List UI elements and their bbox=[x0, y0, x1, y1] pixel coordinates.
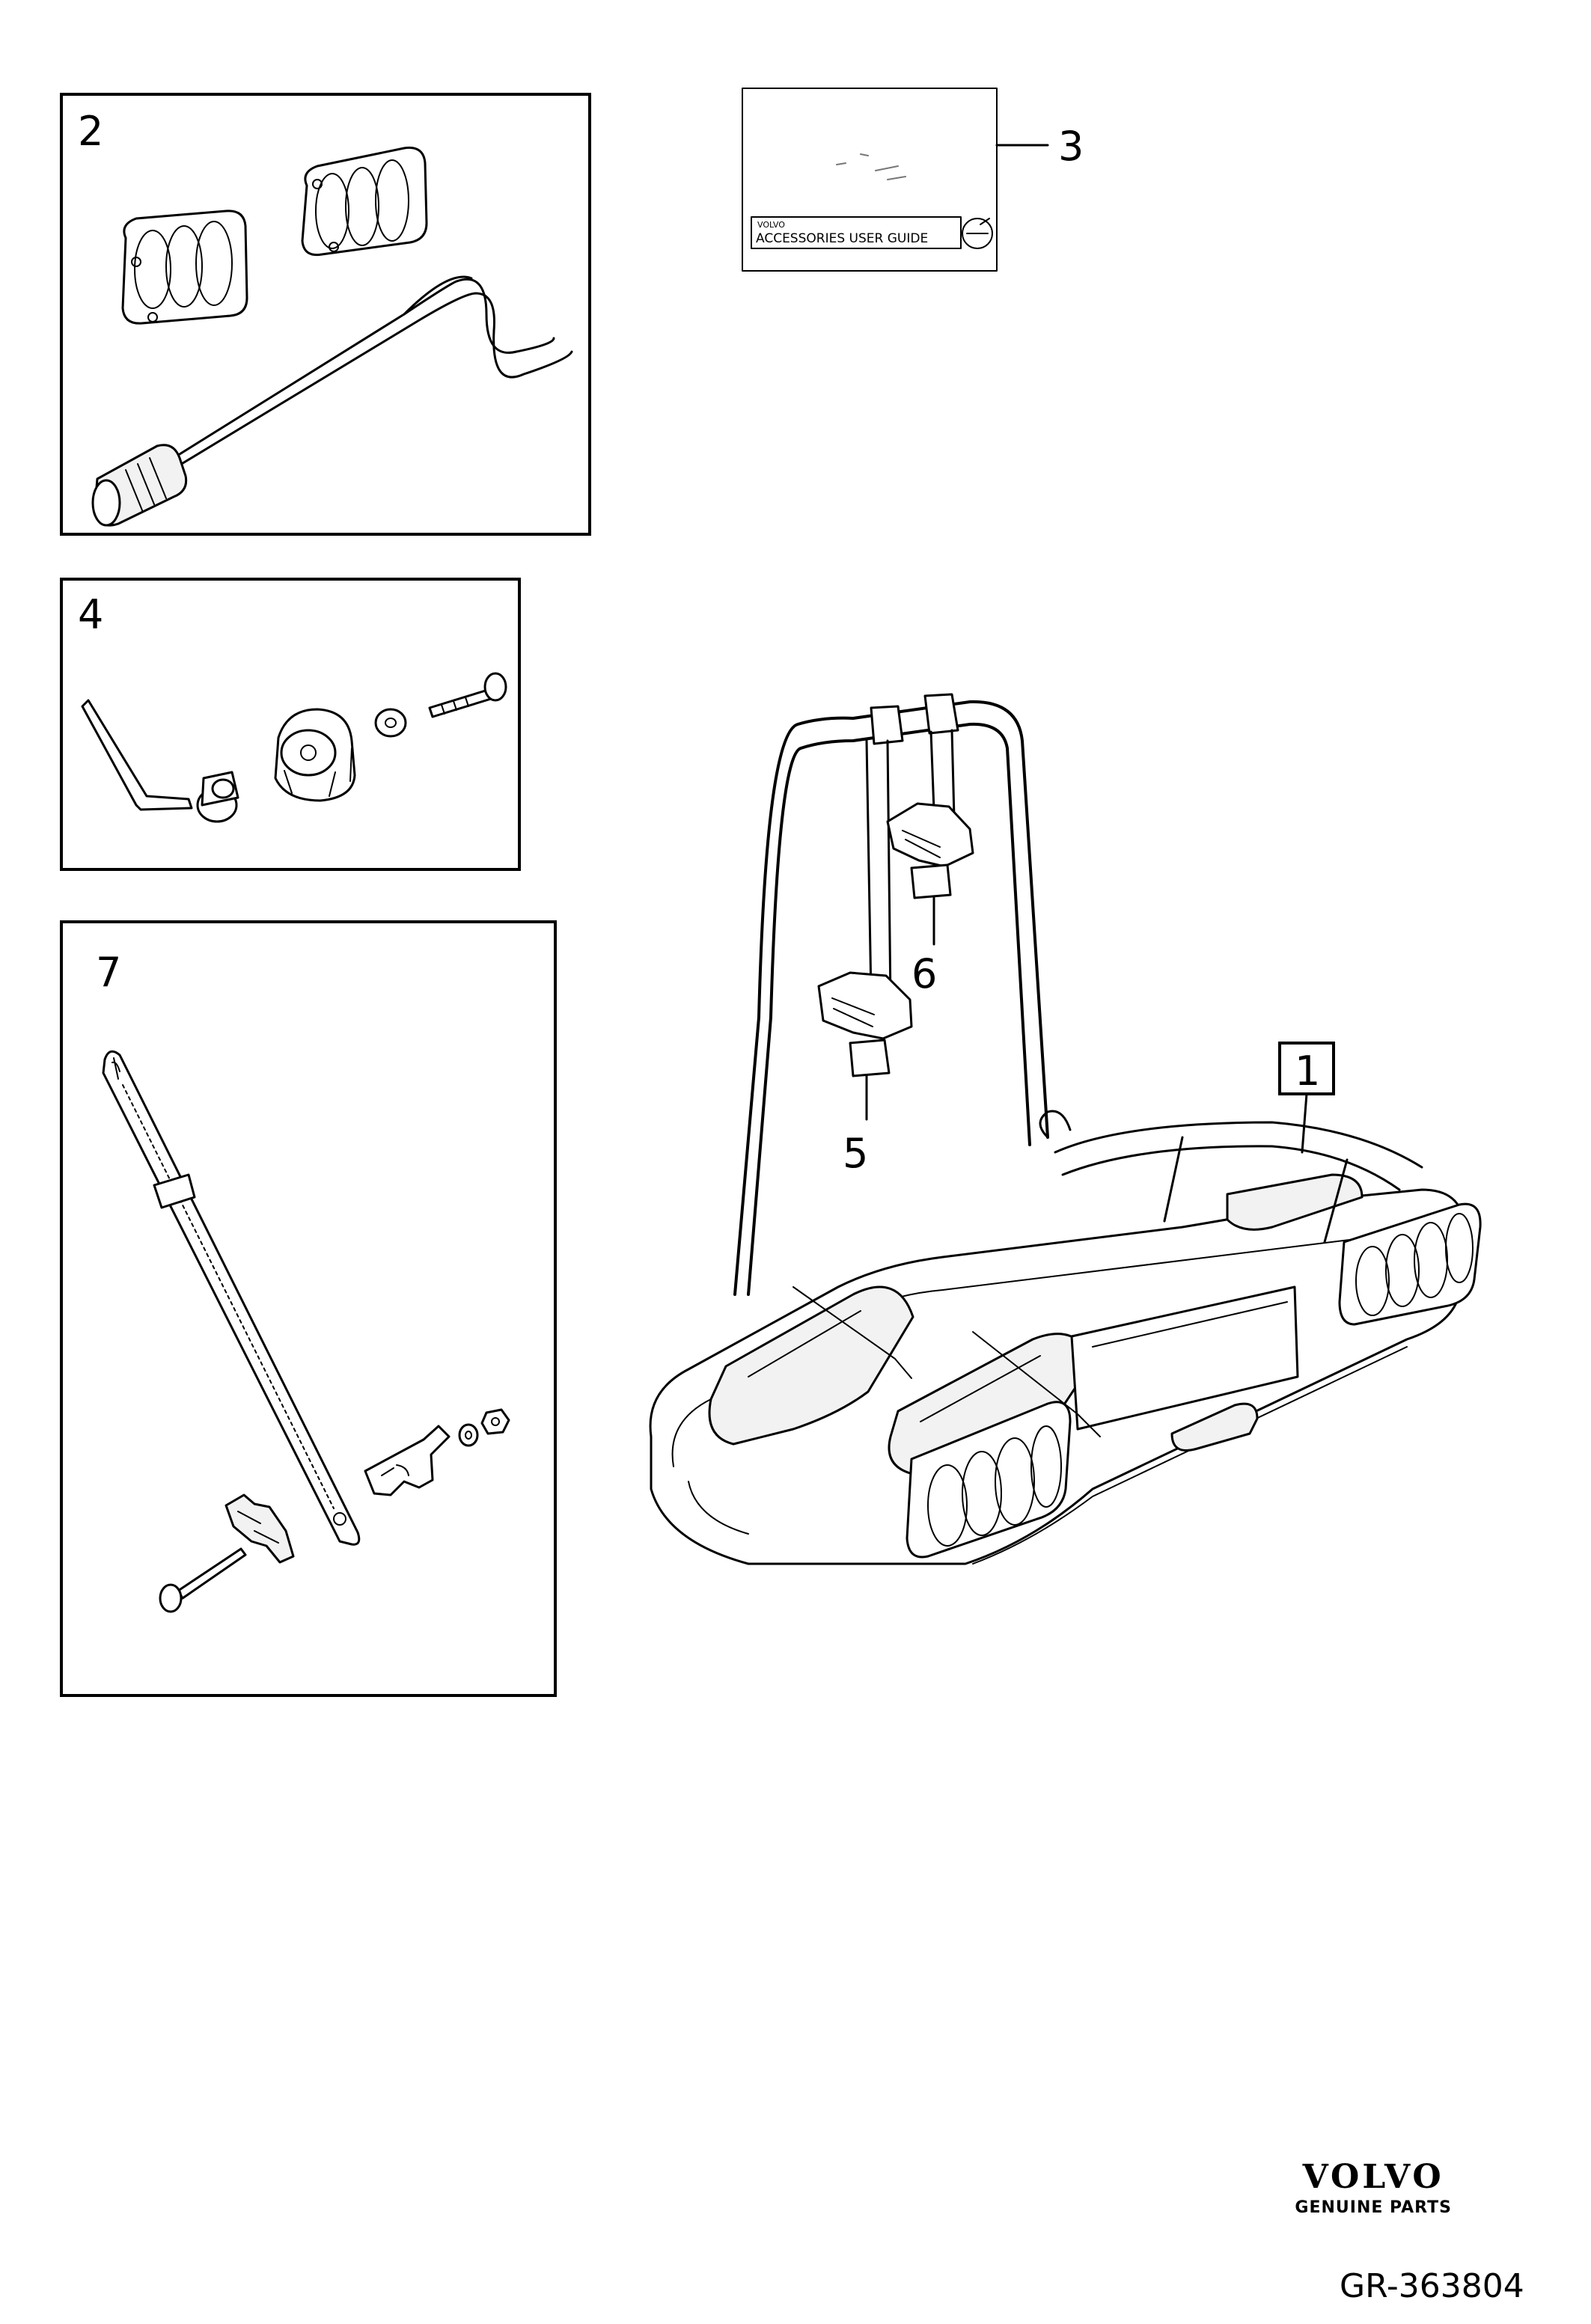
fastening-strap bbox=[102, 1050, 361, 1546]
user-guide-title-strip bbox=[751, 216, 962, 249]
panel-4-lock-kit: 4 bbox=[60, 578, 521, 871]
clamp-pin bbox=[159, 1547, 247, 1613]
bike-holder-upper bbox=[886, 802, 974, 946]
tilt-pedal bbox=[1170, 1402, 1259, 1452]
carrier-rear-rails bbox=[1039, 1110, 1423, 1244]
user-guide-scribble bbox=[836, 153, 906, 180]
volvo-logo: VOLVO bbox=[1302, 2158, 1444, 2196]
volvo-emblem-icon bbox=[962, 218, 993, 249]
wheel-strap-left bbox=[793, 1286, 912, 1379]
callout-7: 7 bbox=[96, 949, 121, 996]
wheel-strap-right bbox=[972, 1331, 1101, 1437]
callout-4: 4 bbox=[78, 591, 103, 638]
number-plate-holder bbox=[1070, 1285, 1299, 1431]
washer bbox=[374, 708, 407, 738]
callout-3: 3 bbox=[1058, 123, 1084, 170]
strap-bracket bbox=[364, 1425, 451, 1496]
volvo-branding: VOLVO GENUINE PARTS bbox=[1295, 2158, 1452, 2218]
genuine-parts-label: GENUINE PARTS bbox=[1295, 2198, 1452, 2217]
allen-key bbox=[81, 699, 193, 811]
bolt bbox=[428, 672, 507, 718]
callout-5: 5 bbox=[843, 1130, 868, 1177]
user-guide-booklet bbox=[742, 88, 998, 272]
spacer-sleeve bbox=[196, 771, 239, 823]
bike-carrier-assembly: 6 5 bbox=[649, 693, 1482, 1565]
callout-6: 6 bbox=[911, 950, 937, 997]
trailer-plug-connector bbox=[91, 444, 188, 527]
rear-lamp-left bbox=[121, 210, 248, 325]
panel-4-frame bbox=[60, 578, 521, 871]
washer-small bbox=[458, 1423, 479, 1447]
carrier-arch-frame bbox=[733, 693, 1049, 1296]
callout-1: 1 bbox=[1295, 1048, 1320, 1095]
part-3-user-guide: VOLVO ACCESSORIES USER GUIDE 3 bbox=[742, 88, 1084, 272]
carrier-lamp-right bbox=[1338, 1202, 1482, 1326]
carrier-lamp-left bbox=[906, 1401, 1072, 1559]
nut bbox=[480, 1408, 510, 1435]
locking-knob bbox=[274, 708, 356, 802]
panel-7-strap-kit: 7 bbox=[60, 920, 557, 1697]
panel-7-frame bbox=[60, 920, 557, 1697]
diagram-reference-number: GR-363804 bbox=[1340, 2267, 1524, 2305]
wiring-cable bbox=[172, 275, 573, 468]
user-guide-title: ACCESSORIES USER GUIDE bbox=[756, 231, 928, 246]
panel-2-lamps-and-cable: 2 bbox=[60, 93, 591, 536]
rear-lamp-right bbox=[301, 146, 428, 257]
leader-1 bbox=[1301, 1092, 1308, 1154]
bike-holder-lower bbox=[817, 971, 913, 1121]
user-guide-brand: VOLVO bbox=[757, 220, 785, 230]
strap-clamp bbox=[225, 1493, 295, 1564]
panel-2-frame bbox=[60, 93, 591, 536]
callout-2: 2 bbox=[78, 108, 103, 155]
